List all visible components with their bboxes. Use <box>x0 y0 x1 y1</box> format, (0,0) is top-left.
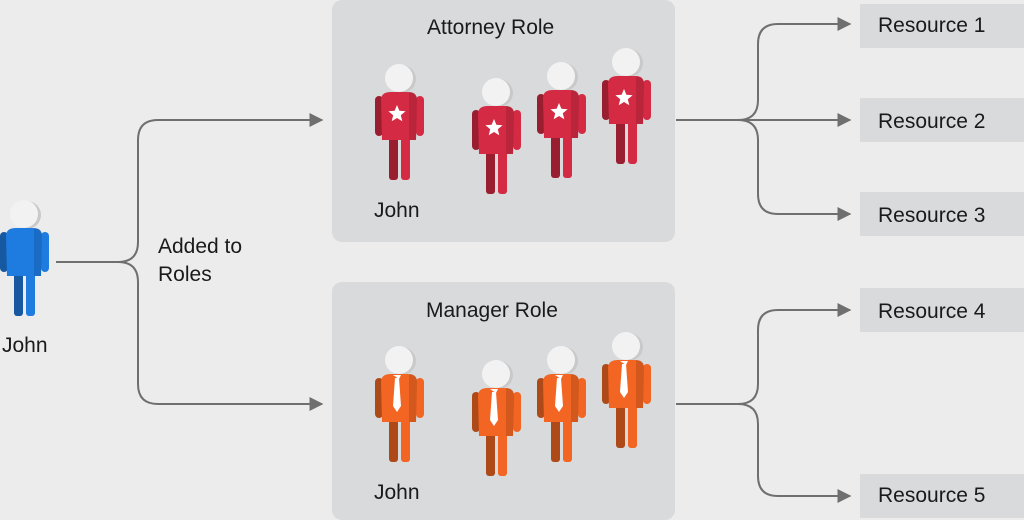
resource-3-box <box>860 192 1024 236</box>
connector-label-line-2: Roles <box>158 263 212 286</box>
connector-to-resource-4 <box>737 303 852 405</box>
resource-2-box <box>860 98 1024 142</box>
resource-5-box <box>860 474 1024 518</box>
torso <box>6 228 42 276</box>
head <box>385 346 413 374</box>
head <box>482 78 510 106</box>
head <box>482 360 510 388</box>
manager-role-member-label: John <box>374 481 420 504</box>
attorney-member-figure <box>602 48 651 164</box>
connector-to-resource-5 <box>737 403 852 503</box>
user-figure <box>0 200 49 316</box>
user-name-label: John <box>2 334 48 357</box>
attorney-member-figure <box>537 62 586 178</box>
connector-to-resource-1 <box>737 17 852 121</box>
connector-to-resource-3 <box>737 119 852 221</box>
star-icon <box>550 103 568 120</box>
attorney-role-member-label: John <box>374 199 420 222</box>
head <box>612 48 640 76</box>
resource-4-label: Resource 4 <box>878 300 986 323</box>
attorney-member-figure <box>472 78 521 194</box>
attorney-role-title: Attorney Role <box>427 16 555 39</box>
star-icon <box>615 89 633 106</box>
head <box>612 332 640 360</box>
connector-to-manager-role <box>117 261 324 411</box>
resource-3-label: Resource 3 <box>878 204 986 227</box>
resource-1-box <box>860 4 1024 48</box>
tie-icon <box>393 378 401 412</box>
star-icon <box>485 119 503 136</box>
resource-1-label: Resource 1 <box>878 14 986 37</box>
tie-icon <box>490 392 498 426</box>
resource-4-box <box>860 288 1024 332</box>
head <box>547 62 575 90</box>
tie-icon <box>555 378 563 412</box>
head <box>10 200 38 228</box>
head <box>547 346 575 374</box>
manager-member-figure <box>602 332 651 448</box>
manager-role-title: Manager Role <box>426 299 558 322</box>
resource-2-label: Resource 2 <box>878 110 986 133</box>
head <box>385 64 413 92</box>
manager-member-figure <box>537 346 586 462</box>
manager-member-figure <box>472 360 521 476</box>
tie-icon <box>620 364 628 398</box>
connector-label-line-1: Added to <box>158 235 243 258</box>
resource-5-label: Resource 5 <box>878 484 986 507</box>
manager-member-figure <box>375 346 424 462</box>
connector-to-attorney-role <box>56 113 324 263</box>
attorney-member-figure <box>375 64 424 180</box>
star-icon <box>388 105 406 122</box>
